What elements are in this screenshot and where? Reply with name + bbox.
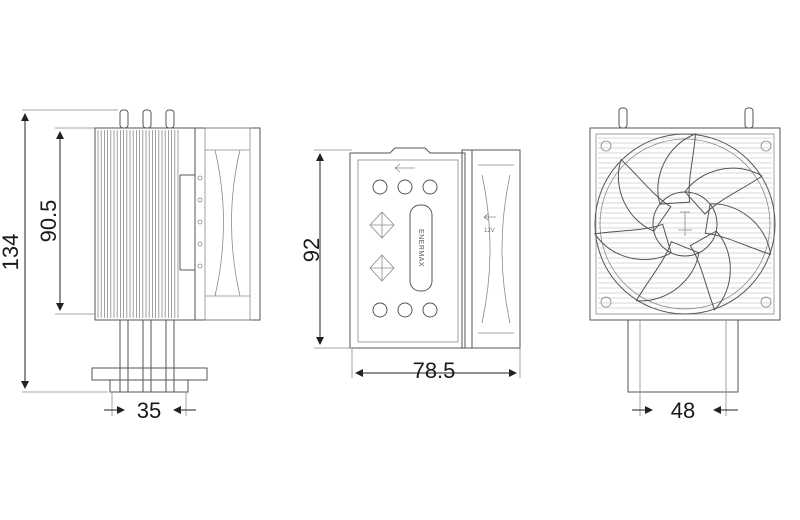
fan-blade	[593, 223, 672, 261]
brand-label: ENERMAX	[417, 229, 424, 267]
fan-blades	[593, 133, 772, 311]
dimension-90-5-label: 90.5	[36, 200, 61, 243]
dimension-92: 92	[299, 149, 352, 349]
top-holes	[372, 179, 438, 195]
fan-blade	[684, 167, 763, 215]
dimension-92-label: 92	[299, 238, 324, 262]
dimension-48-label: 48	[671, 398, 695, 423]
dimension-35-label: 35	[137, 398, 161, 423]
fan-blade	[657, 133, 697, 205]
fan-view: 48	[589, 107, 781, 423]
dimension-35: 35	[104, 392, 196, 423]
side-view: 134 90.5 35	[0, 109, 261, 423]
fan-blade	[635, 241, 700, 302]
fan-blade	[617, 158, 672, 232]
dimension-78-5: 78.5	[351, 348, 521, 383]
front-body	[349, 147, 521, 349]
fan-hub	[652, 191, 718, 257]
side-base	[91, 367, 208, 393]
side-fan-frame	[194, 127, 261, 321]
airflow-arrows: 12V	[394, 163, 496, 234]
side-heatpipes	[119, 320, 175, 392]
clip-dots	[197, 175, 203, 269]
voltage-label: 12V	[484, 228, 495, 234]
dimension-134: 134	[0, 109, 118, 393]
fin-stack	[94, 127, 196, 321]
dimension-134-label: 134	[0, 234, 23, 271]
dimension-48: 48	[632, 392, 738, 423]
dimension-78-5-label: 78.5	[413, 358, 456, 383]
front-view: 12V ENERMAX 92	[299, 147, 521, 383]
bottom-holes	[372, 302, 438, 318]
fan-view-base	[627, 319, 739, 393]
heatpipe-tips	[119, 109, 175, 129]
brand-plate: ENERMAX	[409, 204, 433, 292]
fan-blade	[704, 203, 772, 255]
dimension-90-5: 90.5	[36, 127, 95, 315]
fan-blade	[689, 230, 731, 311]
diamond-icon	[369, 211, 395, 282]
